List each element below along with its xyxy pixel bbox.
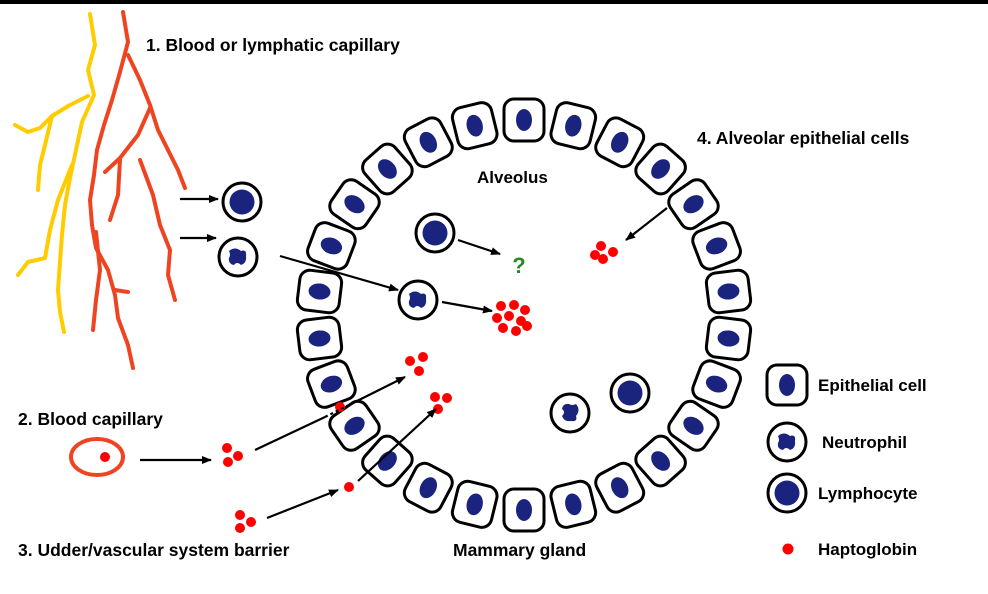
lymphocyte-in-capillary xyxy=(223,183,261,221)
label-alveolar-epithelial-cells: 4. Alveolar epithelial cells xyxy=(697,128,910,148)
label-mammary-gland: Mammary gland xyxy=(453,540,586,560)
label-blood-lymphatic-capillary: 1. Blood or lymphatic capillary xyxy=(146,35,400,55)
top-border-line xyxy=(0,0,988,4)
legend-label-haptoglobin: Haptoglobin xyxy=(818,540,917,559)
blood-capillary-cross-section xyxy=(71,439,123,475)
epithelial-cell xyxy=(690,358,743,410)
unknown-outcome-question-mark: ? xyxy=(512,253,525,278)
neutrophil-in-alveolus xyxy=(399,281,437,319)
legend-neutrophil-icon xyxy=(768,423,806,461)
epithelial-cell xyxy=(305,358,358,410)
epithelial-cell xyxy=(705,316,752,361)
epithelial-cell xyxy=(296,269,343,314)
legend-haptoglobin-icon xyxy=(783,544,794,555)
epithelial-cell xyxy=(504,489,544,531)
lymphocyte-lower-alveolus xyxy=(611,374,649,412)
label-blood-capillary: 2. Blood capillary xyxy=(18,409,163,429)
neutrophil-in-capillary xyxy=(219,238,257,276)
legend-label-neutrophil: Neutrophil xyxy=(822,433,907,452)
lymphatic-vessel xyxy=(15,14,95,332)
epithelial-cell xyxy=(549,479,598,529)
legend: Epithelial cell Neutrophil Lymphocyte Ha… xyxy=(767,365,927,559)
blood-vessel xyxy=(90,12,185,368)
label-alveolus: Alveolus xyxy=(477,168,548,187)
epithelial-cell xyxy=(690,220,743,272)
lymphocyte-in-alveolus xyxy=(416,214,454,252)
legend-label-epithelial-cell: Epithelial cell xyxy=(818,376,927,395)
label-udder-vascular-barrier: 3. Udder/vascular system barrier xyxy=(18,540,290,560)
neutrophil-lower-alveolus xyxy=(551,394,589,432)
legend-lymphocyte-icon xyxy=(768,474,806,512)
legend-label-lymphocyte: Lymphocyte xyxy=(818,484,918,503)
epithelial-cell xyxy=(450,479,499,529)
epithelial-cell xyxy=(504,99,544,141)
alveolar-epithelium xyxy=(296,99,752,531)
epithelial-cell xyxy=(450,101,499,151)
legend-epithelial-cell-icon xyxy=(767,365,807,405)
epithelial-cell xyxy=(549,101,598,151)
epithelial-cell xyxy=(705,269,752,314)
epithelial-cell xyxy=(305,220,358,272)
epithelial-cell xyxy=(296,316,343,361)
